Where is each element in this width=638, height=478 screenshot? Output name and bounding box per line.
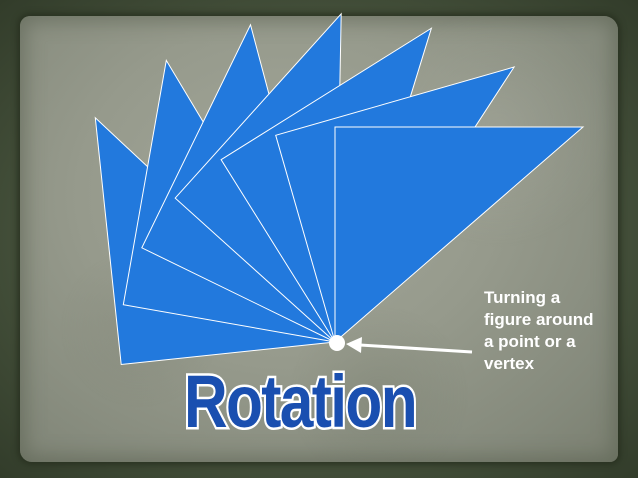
- arrow-shaft: [359, 343, 473, 354]
- arrow-head: [346, 337, 362, 353]
- caption-line: figure around: [484, 310, 594, 329]
- slide-title: Rotation: [184, 360, 416, 443]
- caption-line: Turning a: [484, 288, 561, 307]
- pivot-point: [329, 335, 345, 351]
- caption-line: a point or a: [484, 332, 576, 351]
- rotated-triangle: [334, 126, 585, 344]
- caption: Turning a figure around a point or a ver…: [484, 287, 634, 375]
- caption-line: vertex: [484, 354, 535, 373]
